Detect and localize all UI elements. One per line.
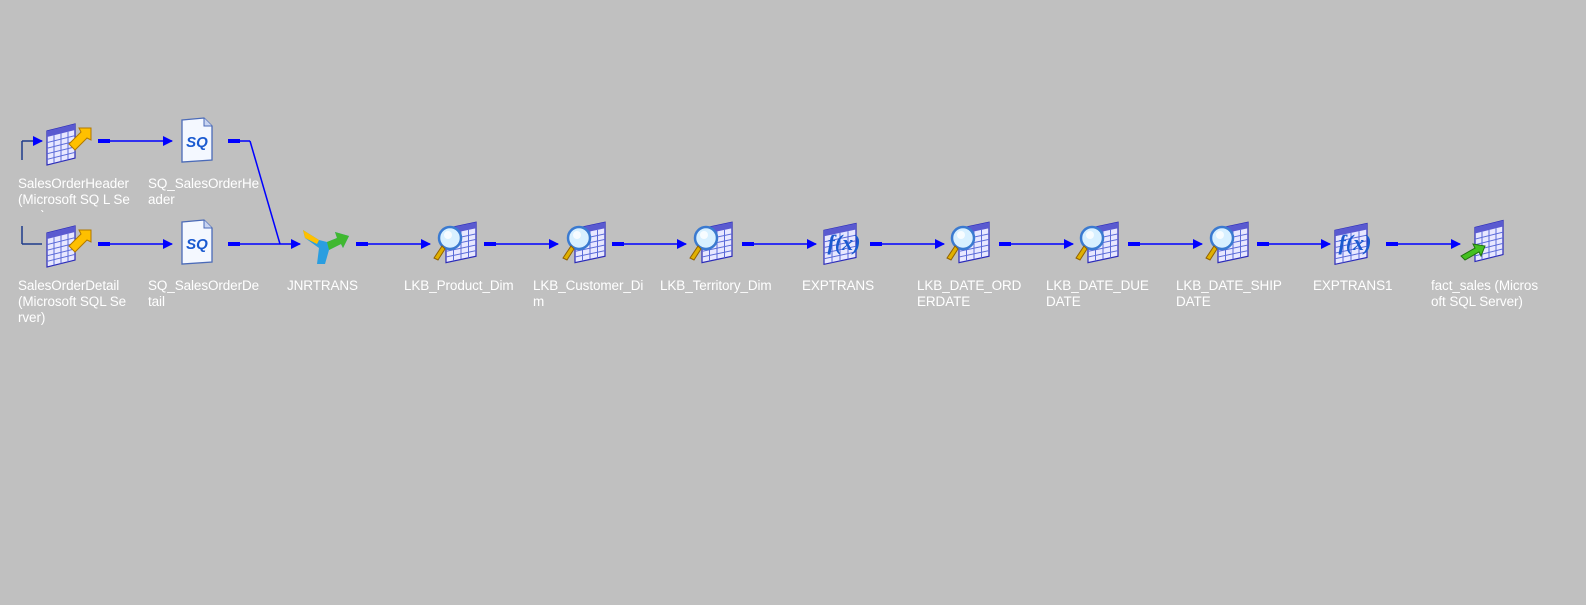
svg-text:f(x): f(x) (1339, 230, 1372, 255)
node-label: LKB_DATE_SHIPDATE (1176, 278, 1282, 309)
port-stub (228, 242, 240, 246)
port-stub (870, 242, 882, 246)
port-stub (356, 242, 368, 246)
node-label: EXPTRANS1 (1313, 278, 1393, 293)
node-label: SalesOrderHeader (Microsoft SQ L Server) (18, 176, 130, 212)
port-stub (612, 242, 624, 246)
svg-text:f(x): f(x) (828, 230, 861, 255)
svg-text:SQ: SQ (186, 236, 208, 253)
node-label: SQ_SalesOrderHeader (148, 176, 260, 207)
sq-icon: SQ (174, 216, 226, 268)
port-stub (1128, 242, 1140, 246)
port-stub (1386, 242, 1398, 246)
node-label: LKB_Customer_Dim (533, 278, 644, 309)
port-stub (228, 139, 240, 143)
expression-icon: f(x) (816, 216, 868, 268)
node-label: LKB_DATE_DUEDATE (1046, 278, 1149, 309)
source-table-icon (43, 114, 95, 166)
source-table-icon (43, 216, 95, 268)
joiner-icon (301, 216, 353, 268)
lookup-icon (686, 216, 738, 268)
port-stub (98, 139, 110, 143)
lookup-icon (1202, 216, 1254, 268)
node-label: LKB_Product_Dim (404, 278, 514, 293)
node-label: LKB_DATE_ORDERDATE (917, 278, 1022, 309)
lookup-icon (559, 216, 611, 268)
port-stub (742, 242, 754, 246)
target-table-icon (1457, 216, 1509, 268)
node-label: EXPTRANS (802, 278, 874, 293)
port-stub (1257, 242, 1269, 246)
node-label: SalesOrderDetail (Microsoft SQL Server) (18, 278, 127, 325)
node-label: SQ_SalesOrderDetail (148, 278, 260, 309)
sq-icon: SQ (174, 114, 226, 166)
lookup-icon (430, 216, 482, 268)
port-stub (999, 242, 1011, 246)
lookup-icon (1072, 216, 1124, 268)
svg-text:SQ: SQ (186, 134, 208, 151)
node-label: LKB_Territory_Dim (660, 278, 772, 293)
node-label: fact_sales (Microsoft SQL Server) (1431, 278, 1538, 309)
port-stub (98, 242, 110, 246)
node-label: JNRTRANS (287, 278, 358, 293)
link-line (249, 140, 281, 245)
lookup-icon (943, 216, 995, 268)
port-stub (484, 242, 496, 246)
expression-icon: f(x) (1327, 216, 1379, 268)
